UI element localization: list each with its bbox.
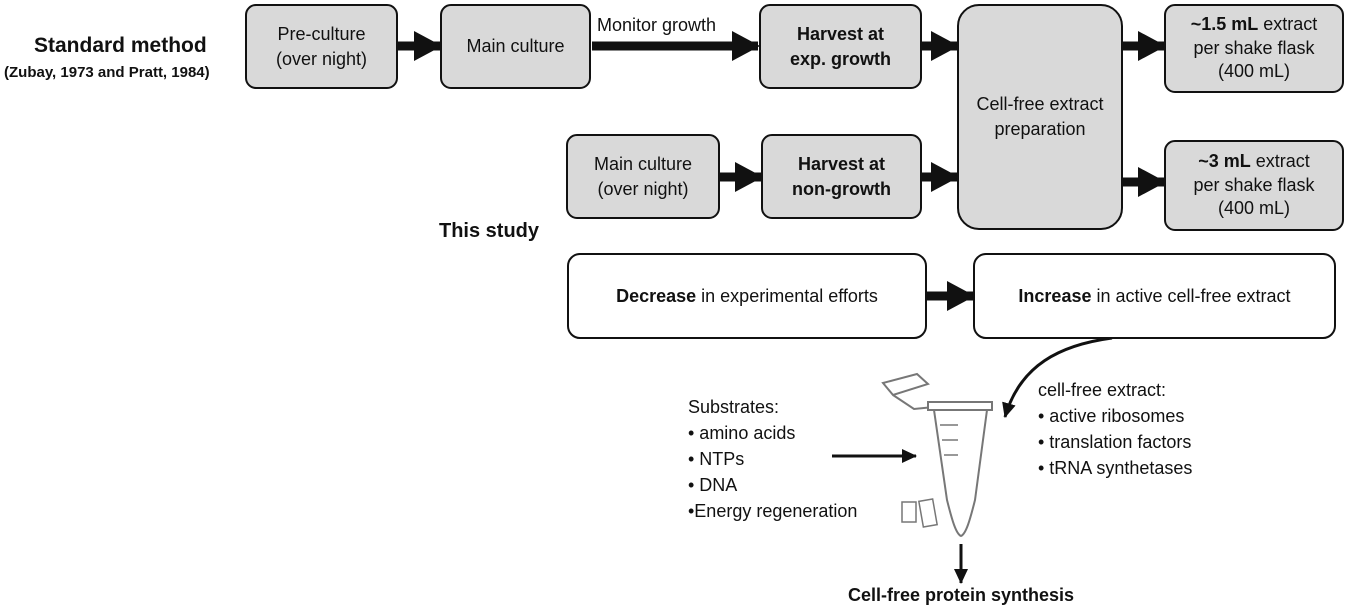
yield-study-extract: extract bbox=[1250, 150, 1310, 171]
substrates-list: Substrates: • amino acids • NTPs • DNA •… bbox=[688, 394, 857, 524]
substrate-item: • amino acids bbox=[688, 423, 796, 444]
yield-study-box: ~3 mL extract per shake flask (400 mL) bbox=[1164, 140, 1344, 231]
extract-item: • translation factors bbox=[1038, 432, 1192, 453]
harvest-nongrowth-box: Harvest at non-growth bbox=[761, 134, 922, 219]
cell-free-prep-box: Cell-free extract preparation bbox=[957, 4, 1123, 230]
yield-standard-line1: ~1.5 mL extract bbox=[1191, 13, 1318, 37]
yield-study-amount: ~3 mL bbox=[1198, 150, 1251, 171]
yield-standard-amount: ~1.5 mL bbox=[1190, 13, 1259, 34]
harvest-exp-line1: Harvest at bbox=[796, 23, 885, 44]
substrates-heading: Substrates: bbox=[688, 397, 780, 417]
standard-method-citation: (Zubay, 1973 and Pratt, 1984) bbox=[4, 64, 210, 81]
cell-free-prep-line2: preparation bbox=[994, 119, 1086, 139]
decrease-box: Decrease in experimental efforts bbox=[567, 253, 927, 339]
monitor-growth-label: Monitor growth bbox=[597, 15, 717, 35]
main-culture-overnight-line2: (over night) bbox=[597, 178, 689, 199]
arrow-extract-to-tube bbox=[1002, 336, 1113, 418]
main-culture-label: Main culture bbox=[466, 36, 565, 57]
extract-item: • tRNA synthetases bbox=[1038, 458, 1193, 479]
output-label: Cell-free protein synthesis bbox=[848, 585, 1075, 605]
yield-standard-line2: per shake flask bbox=[1193, 37, 1315, 58]
preculture-box: Pre-culture (over night) bbox=[245, 4, 398, 89]
yield-standard-box: ~1.5 mL extract per shake flask (400 mL) bbox=[1164, 4, 1344, 93]
harvest-exp-box: Harvest at exp. growth bbox=[759, 4, 922, 89]
substrate-item: • NTPs bbox=[688, 449, 745, 470]
decrease-rest: in experimental efforts bbox=[696, 285, 878, 306]
harvest-nongrowth-line2: non-growth bbox=[792, 178, 891, 199]
harvest-exp-line2: exp. growth bbox=[789, 48, 891, 69]
main-culture-overnight-box: Main culture (over night) bbox=[566, 134, 720, 219]
microtube-icon bbox=[881, 372, 993, 538]
main-culture-overnight-line1: Main culture bbox=[593, 153, 693, 174]
substrate-item: • DNA bbox=[688, 475, 738, 496]
increase-rest: in active cell-free extract bbox=[1091, 285, 1291, 306]
decrease-bold: Decrease bbox=[616, 285, 697, 306]
yield-study-line2: per shake flask bbox=[1193, 174, 1315, 195]
cell-free-prep-line1: Cell-free extract bbox=[976, 94, 1104, 115]
yield-study-line3: (400 mL) bbox=[1217, 198, 1291, 219]
substrates-items: • amino acids • NTPs • DNA •Energy regen… bbox=[688, 420, 857, 524]
extract-heading: cell-free extract: bbox=[1038, 380, 1167, 400]
main-culture-box: Main culture bbox=[440, 4, 591, 89]
preculture-line2: (over night) bbox=[275, 48, 368, 69]
preculture-line1: Pre-culture bbox=[277, 23, 366, 44]
yield-standard-extract: extract bbox=[1258, 13, 1318, 34]
extract-list: cell-free extract: • active ribosomes • … bbox=[1038, 377, 1192, 481]
yield-study-line1: ~3 mL extract bbox=[1198, 150, 1310, 174]
extract-item: • active ribosomes bbox=[1038, 406, 1185, 427]
standard-method-title: Standard method bbox=[34, 34, 207, 57]
harvest-nongrowth-line1: Harvest at bbox=[797, 153, 886, 174]
extract-items: • active ribosomes • translation factors… bbox=[1038, 403, 1192, 481]
substrate-item: •Energy regeneration bbox=[688, 501, 858, 522]
increase-bold: Increase bbox=[1018, 285, 1092, 306]
increase-box: Increase in active cell-free extract bbox=[973, 253, 1336, 339]
this-study-label: This study bbox=[439, 220, 540, 242]
yield-standard-line3: (400 mL) bbox=[1217, 61, 1291, 82]
